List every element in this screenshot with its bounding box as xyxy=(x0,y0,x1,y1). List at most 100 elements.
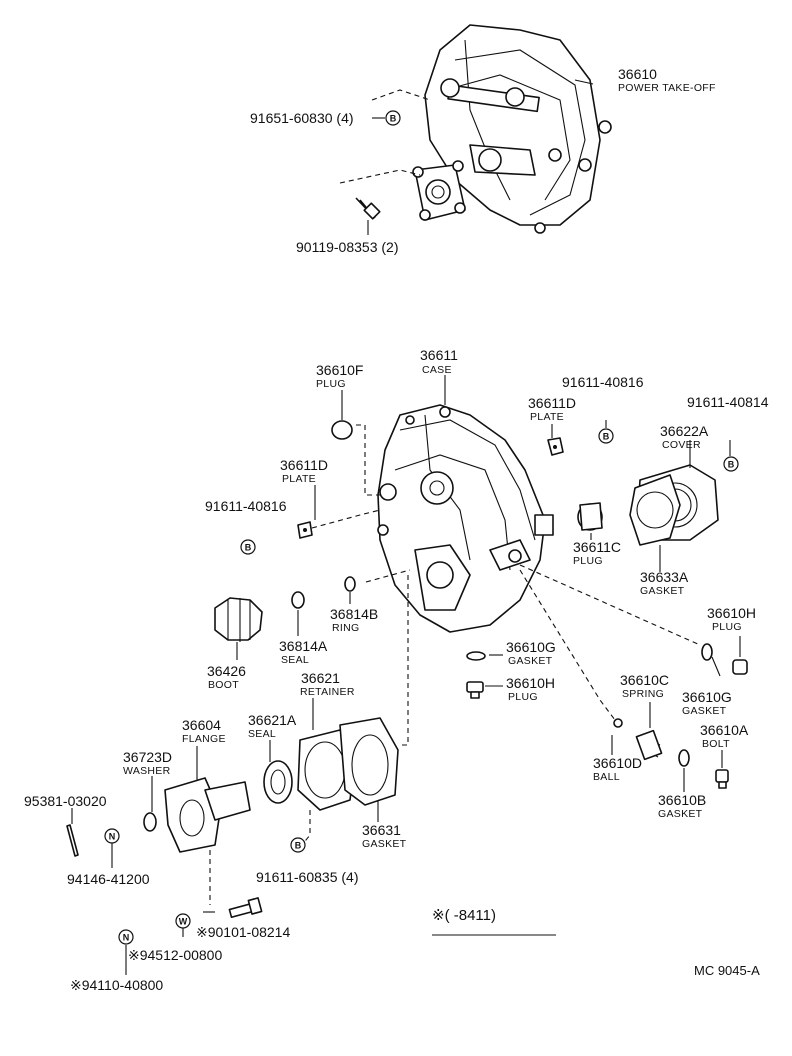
label-36814b-name: RING xyxy=(332,622,359,634)
spring-drawing xyxy=(635,729,663,761)
label-36604-name: FLANGE xyxy=(182,733,226,745)
badge-letter: B xyxy=(295,841,302,851)
label-36604-number: 36604 xyxy=(182,717,221,733)
label-36610d-name: BALL xyxy=(593,771,620,783)
badge-letter: B xyxy=(603,432,610,442)
label-36631-name: GASKET xyxy=(362,838,407,850)
badge-b-bolt-right1: B xyxy=(598,428,614,444)
badge-n-nut-1: N xyxy=(104,828,120,844)
plug-36610f-drawing xyxy=(331,420,353,440)
label-36814a-number: 36814A xyxy=(279,638,328,654)
label-36611c-number: 36611C xyxy=(573,539,621,555)
figure-code: MC 9045-A xyxy=(694,963,760,978)
gasket-36610b-drawing xyxy=(678,749,690,767)
label-36633a-name: GASKET xyxy=(640,585,685,597)
label-36723d-name: WASHER xyxy=(123,765,171,777)
seal-36814a-drawing xyxy=(291,591,305,609)
label-91611-60835: 91611-60835 (4) xyxy=(256,869,358,885)
bolt-90101-drawing xyxy=(228,897,263,919)
label-36814b-number: 36814B xyxy=(330,606,378,622)
label-36622a-name: COVER xyxy=(662,439,701,451)
badge-letter: N xyxy=(123,933,130,943)
flange-drawing xyxy=(164,777,251,853)
label-91611-40816-right: 91611-40816 xyxy=(562,374,644,390)
label-36610h-1-number: 36610H xyxy=(506,675,555,691)
badge-n-washer-star: N xyxy=(118,929,134,945)
badge-b-bolt-right2: B xyxy=(723,456,739,472)
label-36610f-name: PLUG xyxy=(316,378,346,390)
badge-letter: B xyxy=(728,460,735,470)
label-36621-name: RETAINER xyxy=(300,686,355,698)
label-36621a-name: SEAL xyxy=(248,728,276,740)
label-36723d-number: 36723D xyxy=(123,749,172,765)
badge-letter: W xyxy=(179,917,188,927)
label-36610-number: 36610 xyxy=(618,66,657,82)
plug-36611c-drawing xyxy=(577,502,603,531)
label-94146-41200: 94146-41200 xyxy=(67,871,150,887)
date-note: ※( -8411) xyxy=(432,907,496,924)
label-36610-name: POWER TAKE-OFF xyxy=(618,82,716,94)
power-takeoff-assembly-drawing xyxy=(355,24,612,234)
badge-w-bolt-star: W xyxy=(175,913,191,929)
ball-drawing xyxy=(613,718,623,728)
plug-36610h-1-drawing xyxy=(466,681,484,699)
label-36610g-2-number: 36610G xyxy=(682,689,732,705)
label-95381-03020: 95381-03020 xyxy=(24,793,107,809)
label-36610c-number: 36610C xyxy=(620,672,669,688)
badge-letter: B xyxy=(245,543,252,553)
label-36610h-right-name: PLUG xyxy=(712,621,742,633)
label-36610a-name: BOLT xyxy=(702,738,730,750)
label-36610a-number: 36610A xyxy=(700,722,749,738)
label-91651-60830: 91651-60830 (4) xyxy=(250,110,354,126)
gasket-36631-drawing xyxy=(339,717,399,806)
badge-letter: B xyxy=(390,114,397,124)
label-36633a-number: 36633A xyxy=(640,569,689,585)
seal-36621a-drawing xyxy=(263,760,293,804)
label-90101-08214: ※90101-08214 xyxy=(196,924,290,940)
label-36610f-number: 36610F xyxy=(316,362,363,378)
boot-drawing xyxy=(214,597,263,642)
label-94110-40800: ※94110-40800 xyxy=(70,977,163,993)
label-36610g-1-number: 36610G xyxy=(506,639,556,655)
label-36611-number: 36611 xyxy=(420,347,458,363)
label-36610c-name: SPRING xyxy=(622,688,664,700)
badge-letter: N xyxy=(109,832,116,842)
ring-36814b-drawing xyxy=(344,576,356,592)
label-36611c-name: PLUG xyxy=(573,555,603,567)
label-36611d-left-number: 36611D xyxy=(280,457,328,473)
label-36610d-number: 36610D xyxy=(593,755,642,771)
label-36631-number: 36631 xyxy=(362,822,401,838)
label-36426-number: 36426 xyxy=(207,663,246,679)
label-91611-40816-left: 91611-40816 xyxy=(205,498,287,514)
label-90119-08353: 90119-08353 (2) xyxy=(296,239,398,255)
plug-36610h-2-drawing xyxy=(732,659,748,675)
label-36611d-left-name: PLATE xyxy=(282,473,316,485)
case-drawing xyxy=(377,404,554,633)
label-36610g-1-name: GASKET xyxy=(508,655,553,667)
label-36610h-right-number: 36610H xyxy=(707,605,756,621)
label-36610b-name: GASKET xyxy=(658,808,703,820)
label-36621-number: 36621 xyxy=(301,670,340,686)
label-36611d-right-name: PLATE xyxy=(530,411,564,423)
gasket-36633a-drawing xyxy=(629,474,681,546)
bolt-36610a-drawing xyxy=(715,769,729,789)
label-36611-name: CASE xyxy=(422,364,452,376)
label-36610b-number: 36610B xyxy=(658,792,706,808)
gasket-36610g-2-drawing xyxy=(701,643,713,661)
label-36814a-name: SEAL xyxy=(281,654,309,666)
label-36610g-2-name: GASKET xyxy=(682,705,727,717)
label-36621a-number: 36621A xyxy=(248,712,297,728)
label-94512-00800: ※94512-00800 xyxy=(128,947,222,963)
label-36622a-number: 36622A xyxy=(660,423,709,439)
label-36426-name: BOOT xyxy=(208,679,239,691)
label-36611d-right-number: 36611D xyxy=(528,395,576,411)
label-36610h-1-name: PLUG xyxy=(508,691,538,703)
washer-drawing xyxy=(143,812,157,832)
pin-drawing xyxy=(66,824,79,857)
badge-b-bolt-left: B xyxy=(240,539,256,555)
label-91611-40814: 91611-40814 xyxy=(687,394,769,410)
gasket-36610g-1-drawing xyxy=(466,651,486,661)
badge-b-bolt-retainer: B xyxy=(290,837,306,853)
badge-b-bolt-top: B xyxy=(385,110,401,126)
